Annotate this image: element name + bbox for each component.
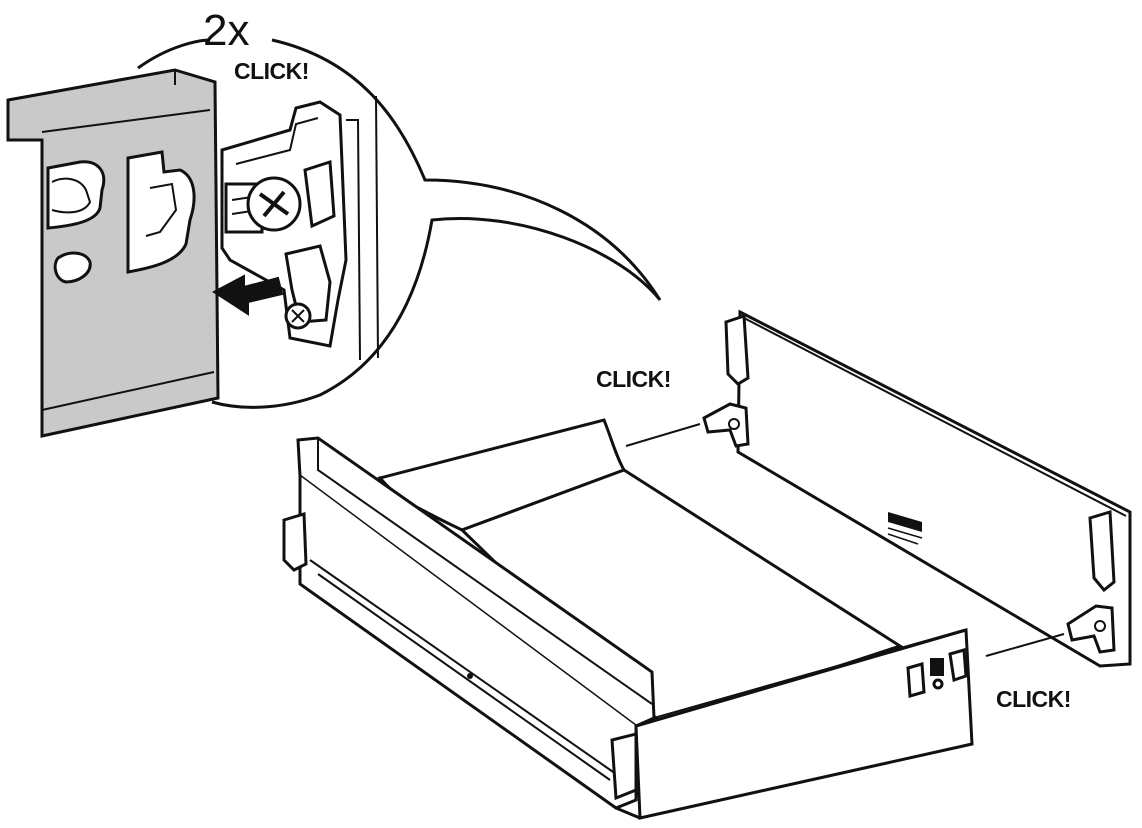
detail-callout xyxy=(6,38,662,438)
drawer-back-panel xyxy=(625,309,1132,668)
click-label-top: CLICK! xyxy=(234,58,309,84)
arrow-left-icon xyxy=(212,274,284,316)
screw-icon xyxy=(246,176,302,232)
click-label-middle: CLICK! xyxy=(596,366,671,392)
ikea-label-icon xyxy=(887,512,923,545)
click-label-bottom: CLICK! xyxy=(996,686,1071,712)
panel-hole xyxy=(53,251,92,284)
repeat-count-label: 2x xyxy=(203,6,250,55)
drawer-side-panel xyxy=(6,68,220,438)
panel-slot-right xyxy=(126,150,196,274)
front-slot xyxy=(906,662,926,698)
front-fitting xyxy=(220,95,379,361)
drawer-body xyxy=(282,418,974,820)
callout-outline xyxy=(137,38,662,409)
